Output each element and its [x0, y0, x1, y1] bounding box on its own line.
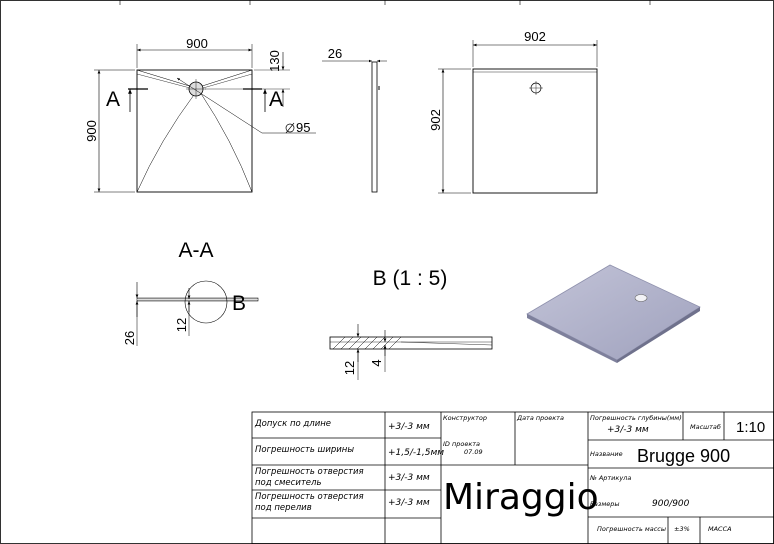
- name-label: Название: [590, 450, 623, 458]
- detail-profile: [329, 336, 493, 350]
- detail-view: B (1 : 5) 12 4: [329, 267, 493, 380]
- mass-tol-label: Погрешность массы: [597, 525, 666, 533]
- diameter-symbol: [285, 122, 295, 134]
- mass-label: МАССА: [708, 525, 732, 533]
- tol-value-overflow: +3/-3 мм: [388, 498, 430, 508]
- brand-logo: Miraggio: [443, 477, 599, 518]
- detail-dim-4: 4: [369, 359, 384, 366]
- size-label: Размеры: [590, 500, 620, 508]
- tray-3d-drain: [634, 294, 648, 302]
- tol-value-width: +1,5/-1,5мм: [388, 448, 444, 458]
- top-ruler-ticks: [119, 0, 651, 5]
- section-view: A-A B 26 12: [122, 239, 259, 346]
- back-outline: [472, 68, 598, 194]
- project-id-value: 07.09: [464, 448, 483, 456]
- section-total-dim: 26: [122, 331, 137, 345]
- offset-dim: 130: [267, 50, 282, 72]
- detail-circle: [184, 280, 228, 324]
- title-block: [251, 411, 774, 544]
- back-height-dim: 902: [428, 109, 443, 131]
- scale-label: Масштаб: [690, 423, 721, 431]
- detail-dim-12: 12: [342, 361, 357, 375]
- back-width-dim: 902: [524, 29, 546, 44]
- section-marker-right: A: [269, 88, 283, 111]
- side-profile: [371, 61, 378, 193]
- section-marker-left: A: [106, 88, 120, 111]
- tol-label-mixer-2: под смеситель: [255, 478, 321, 488]
- depth-tol-value: +3/-3 мм: [607, 425, 649, 435]
- mass-tol-value: ±3%: [674, 525, 690, 533]
- tol-label-overflow-2: под перелив: [255, 503, 312, 513]
- size-value: 900/900: [652, 499, 690, 509]
- top-view: 900 900 130 A A 95: [84, 36, 316, 193]
- product-name: Brugge 900: [637, 446, 730, 466]
- top-height-dim: 900: [84, 120, 99, 142]
- tol-value-mixer: +3/-3 мм: [388, 473, 430, 483]
- section-title: A-A: [178, 239, 213, 262]
- isometric-view: [526, 264, 701, 363]
- project-id-label: ID проекта: [443, 440, 480, 448]
- tol-label-length: Допуск по длине: [254, 419, 331, 429]
- tol-label-mixer-1: Погрешность отверстия: [255, 467, 364, 477]
- hole-diameter-dim: 95: [296, 120, 310, 135]
- top-width-dim: 900: [186, 36, 208, 51]
- project-date-label: Дата проекта: [516, 414, 564, 422]
- section-depth-dim: 12: [174, 318, 189, 332]
- side-view: 26: [322, 46, 387, 193]
- tol-label-overflow-1: Погрешность отверстия: [255, 492, 364, 502]
- article-label: № Артикула: [589, 474, 631, 482]
- detail-hatching: [332, 336, 402, 350]
- tray-3d: [526, 264, 701, 361]
- tol-value-length: +3/-3 мм: [388, 422, 430, 432]
- product-info: Погрешность глубины(мм) +3/-3 мм Масштаб…: [589, 414, 765, 533]
- tol-label-width: Погрешность ширины: [255, 445, 354, 455]
- project-info: Конструктор Дата проекта ID проекта 07.0…: [443, 414, 599, 518]
- tray-outline: [136, 69, 253, 193]
- tolerance-table: Допуск по длине +3/-3 мм Погрешность шир…: [254, 419, 444, 513]
- side-thickness-dim: 26: [328, 46, 342, 61]
- scale-value: 1:10: [736, 419, 765, 436]
- detail-title: B (1 : 5): [373, 267, 448, 290]
- back-view: 902 902: [428, 29, 598, 194]
- depth-tol-label: Погрешность глубины(мм): [590, 414, 682, 422]
- detail-marker: B: [232, 292, 246, 315]
- constructor-label: Конструктор: [443, 414, 487, 422]
